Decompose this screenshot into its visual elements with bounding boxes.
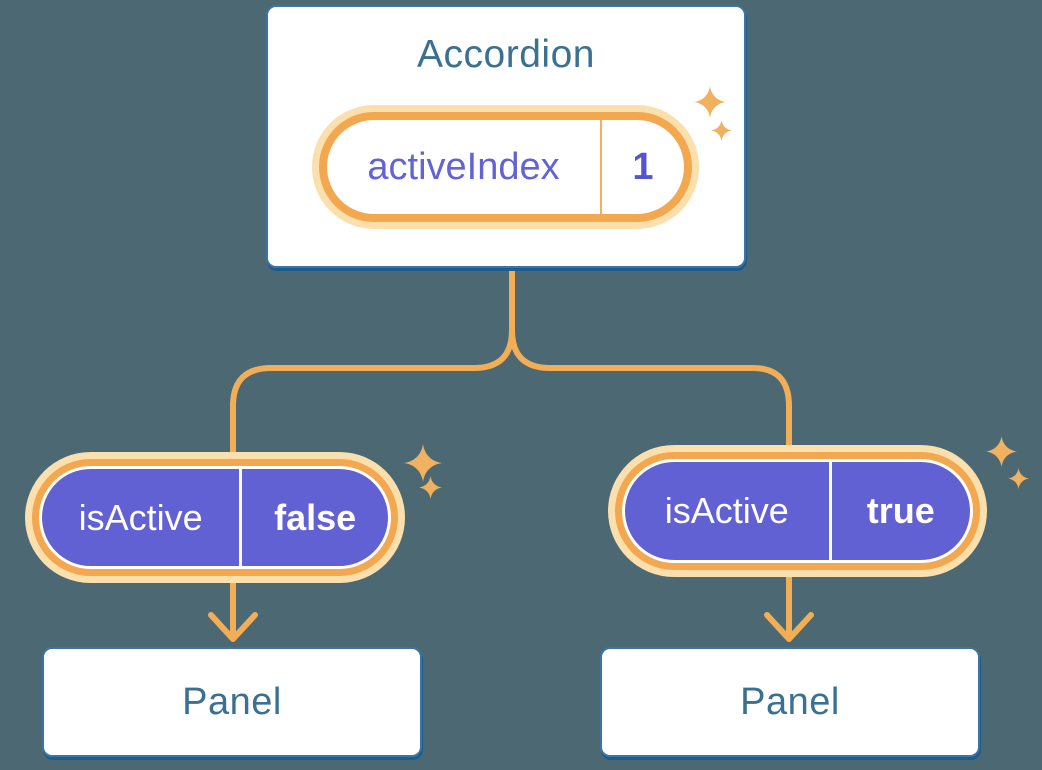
prop-pill-label: isActive — [664, 490, 789, 531]
prop-pill-label: isActive — [78, 496, 203, 538]
prop-pill-right: isActive true — [615, 452, 980, 570]
state-pill-label: activeIndex — [367, 145, 560, 188]
connector-line-left — [230, 265, 515, 638]
state-pill: activeIndex 1 — [319, 112, 692, 222]
sparkle-icon — [404, 444, 442, 482]
arrow-down-icon — [764, 612, 814, 642]
prop-pill-body: isActive false — [39, 466, 391, 569]
state-pill-body: activeIndex 1 — [327, 120, 684, 214]
prop-pill-body: isActive true — [622, 459, 973, 563]
state-pill-value: 1 — [632, 145, 654, 188]
panel-node-right: Panel — [600, 647, 980, 757]
accordion-node: Accordion activeIndex 1 — [266, 5, 746, 268]
sparkle-icon — [1008, 468, 1029, 489]
prop-pill-left: isActive false — [32, 459, 398, 576]
arrow-down-icon — [208, 612, 258, 642]
sparkle-icon — [694, 86, 726, 118]
panel-title: Panel — [182, 680, 282, 723]
sparkle-icon — [711, 120, 732, 141]
pill-divider — [239, 469, 243, 566]
prop-pill-value: true — [866, 490, 935, 531]
pill-divider — [828, 462, 832, 560]
accordion-title: Accordion — [417, 33, 595, 76]
sparkle-icon — [419, 476, 442, 499]
pill-divider — [600, 120, 602, 214]
panel-node-left: Panel — [42, 647, 422, 757]
connector-line-right — [509, 265, 792, 638]
prop-pill-value: false — [274, 496, 357, 538]
sparkle-icon — [986, 436, 1017, 467]
panel-title: Panel — [740, 680, 840, 723]
